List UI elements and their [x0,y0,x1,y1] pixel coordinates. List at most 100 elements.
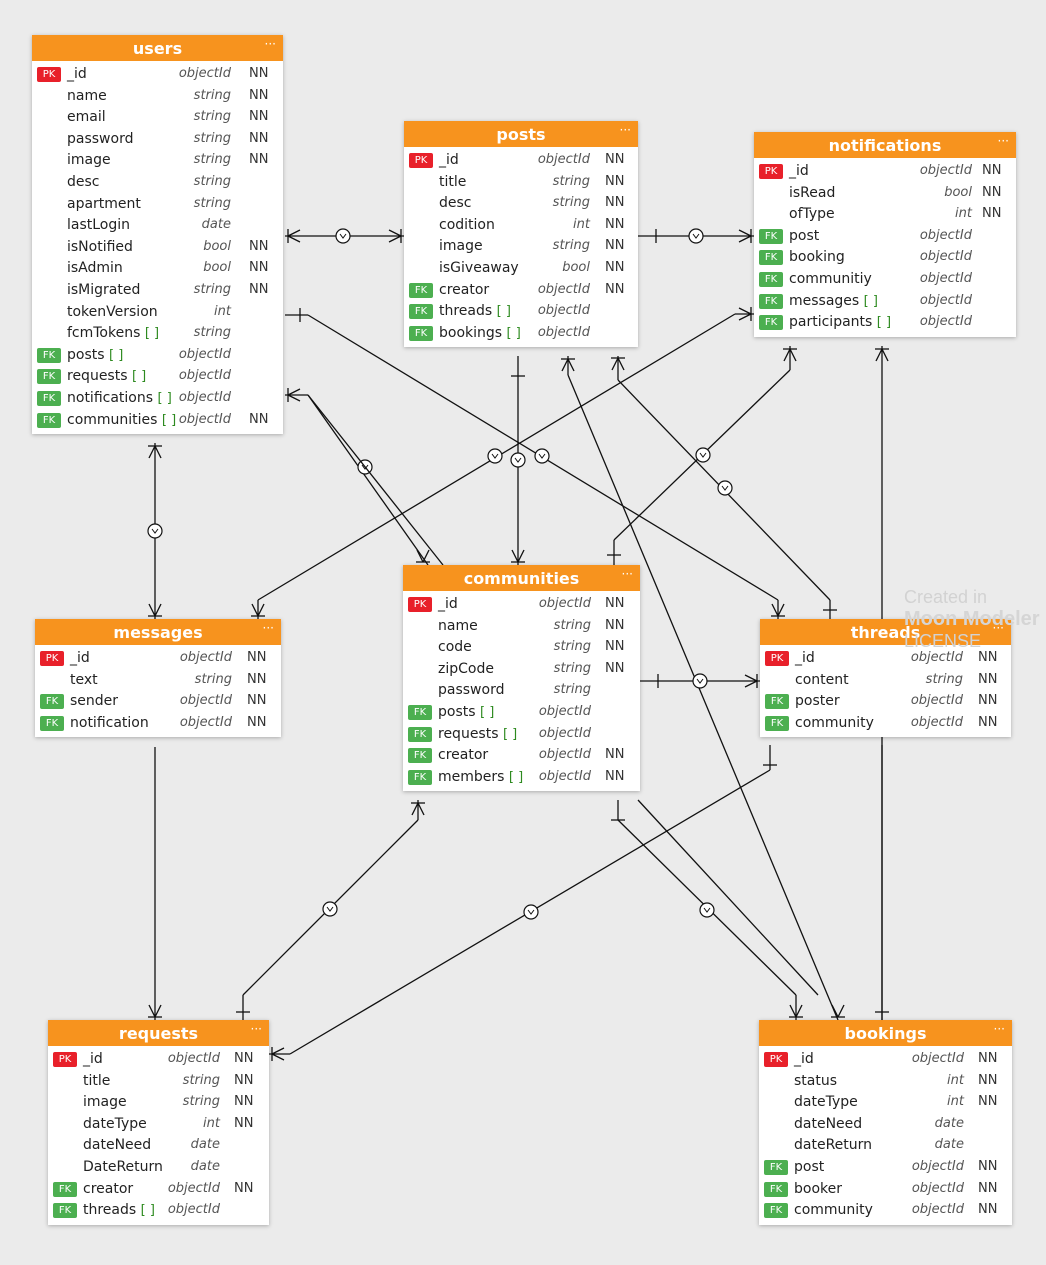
entity-menu-icon[interactable]: ··· [621,567,633,581]
entity-menu-icon[interactable]: ··· [250,1022,262,1036]
column-name-text: notifications [67,389,154,406]
not-null-flag: NN [234,1115,254,1131]
column-name-text: desc [439,195,472,212]
entity-menu-icon[interactable]: ··· [264,37,276,51]
entity-menu-icon[interactable]: ··· [997,134,1009,148]
array-brackets: [ ] [161,412,177,428]
entity-menu-icon[interactable]: ··· [992,621,1004,635]
column-row[interactable]: fcmTokens [ ]string [32,323,283,345]
column-type: objectId [919,163,972,178]
entity-menu-icon[interactable]: ··· [262,621,274,635]
entity-menu-icon[interactable]: ··· [993,1022,1005,1036]
foreign-key-badge: FK [764,1181,788,1197]
column-name-text: requests [67,368,128,385]
not-null-flag: NN [605,768,625,784]
crows-foot [154,1004,162,1018]
optional-marker-glyph [491,453,499,459]
entity-menu-icon[interactable]: ··· [619,123,631,137]
foreign-key-badge: FK [40,694,64,710]
foreign-key-badge: FK [37,412,61,428]
column-name-text: dateReturn [794,1137,873,1154]
foreign-key-badge: FK [759,250,783,266]
column-name: _id [438,596,458,612]
not-null-flag: NN [605,259,625,275]
column-type: objectId [538,725,591,741]
